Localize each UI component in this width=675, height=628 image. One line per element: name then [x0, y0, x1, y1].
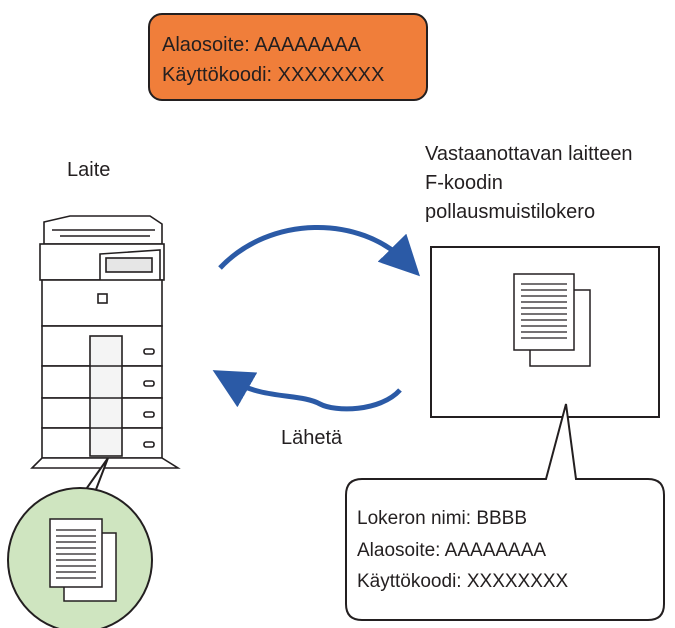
- recipient-title-line-2: F-koodin: [425, 172, 503, 194]
- multifunction-printer-icon: [30, 215, 181, 469]
- device-label: Laite: [67, 159, 111, 181]
- box-subaddress-text: Alaosoite: AAAAAAAA: [357, 540, 547, 561]
- box-passcode-text: Käyttökoodi: XXXXXXXX: [357, 571, 569, 592]
- sender-info-box: Alaosoite: AAAAAAAA Käyttökoodi: XXXXXXX…: [148, 13, 428, 101]
- return-arrow-icon: [212, 370, 402, 412]
- box-info-callout: [345, 403, 665, 621]
- send-label: Lähetä: [281, 427, 343, 449]
- subaddress-text: Alaosoite: AAAAAAAA: [162, 34, 362, 56]
- passcode-text: Käyttökoodi: XXXXXXXX: [162, 64, 385, 86]
- recipient-title-line-3: pollausmuistilokero: [425, 201, 596, 223]
- curved-arrow-icon: [218, 225, 421, 277]
- document-stack-icon: [513, 273, 591, 367]
- box-name-text: Lokeron nimi: BBBB: [357, 508, 528, 529]
- document-stack-icon: [49, 518, 117, 602]
- recipient-title-line-1: Vastaanottavan laitteen: [425, 143, 633, 165]
